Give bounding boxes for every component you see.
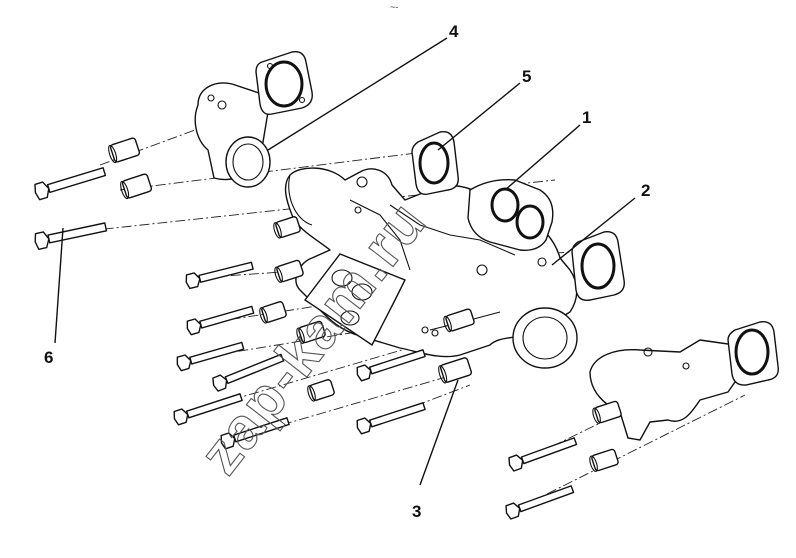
leader-3 bbox=[419, 379, 459, 486]
outlet-elbow-right bbox=[589, 339, 743, 441]
callout-1: 1 bbox=[582, 108, 591, 127]
leader-2 bbox=[551, 197, 636, 266]
callout-5: 5 bbox=[522, 67, 531, 86]
leader-5 bbox=[437, 82, 521, 151]
spacer-sleeves bbox=[108, 137, 622, 472]
leader-1 bbox=[504, 124, 581, 191]
leader-6 bbox=[54, 227, 64, 344]
leader-4 bbox=[267, 37, 448, 151]
bolts bbox=[34, 167, 578, 520]
manifold-twin-port-flange bbox=[467, 179, 554, 251]
gasket-right-end bbox=[727, 321, 779, 386]
callout-4: 4 bbox=[449, 22, 459, 41]
callout-3: 3 bbox=[412, 502, 421, 521]
header-mark: ~- bbox=[390, 2, 398, 12]
callout-2: 2 bbox=[641, 181, 650, 200]
gasket-right-mid bbox=[571, 231, 625, 301]
callouts: 1 2 3 4 5 6 bbox=[44, 22, 650, 521]
callout-6: 6 bbox=[44, 348, 53, 367]
leader-lines bbox=[54, 37, 636, 486]
gasket-top-left bbox=[255, 51, 313, 115]
outlet-elbow-left bbox=[194, 82, 271, 188]
flange-gasket-5 bbox=[411, 131, 459, 195]
gasket-left-square bbox=[303, 253, 406, 347]
